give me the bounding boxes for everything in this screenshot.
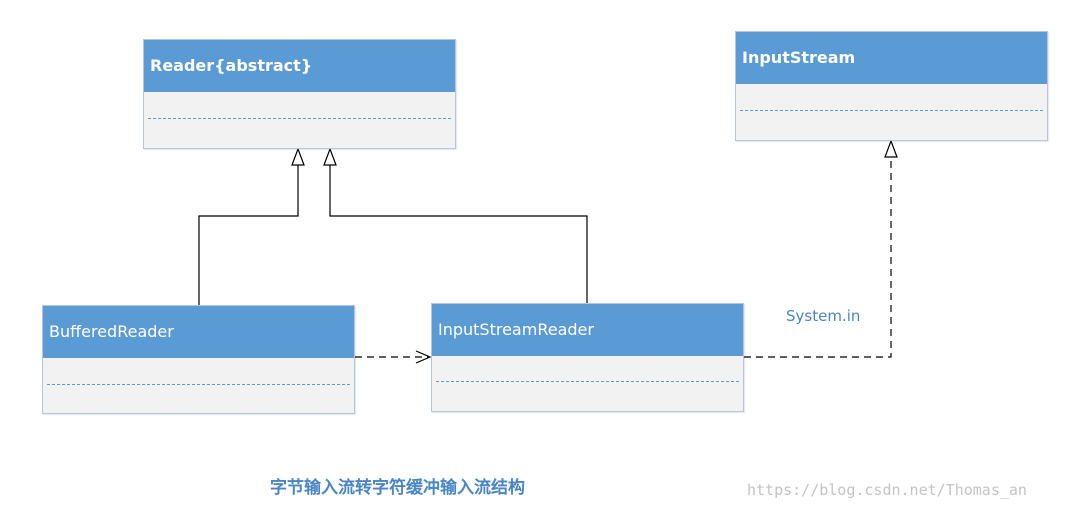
dependency-inputstreamreader-inputstream: [744, 157, 892, 358]
hollow-triangle-arrowhead: [884, 139, 898, 158]
separator-line: [148, 118, 451, 119]
class-bufferedreader-name: BufferedReader: [43, 306, 354, 358]
class-bufferedreader[interactable]: BufferedReader: [42, 305, 355, 414]
generalization-inputstreamreader-reader: [329, 165, 588, 303]
class-inputstream[interactable]: InputStream: [735, 31, 1048, 141]
open-arrowhead: [415, 350, 432, 364]
separator-line: [740, 110, 1043, 111]
system-in-label: System.in: [786, 307, 861, 325]
hollow-triangle-arrowhead: [291, 147, 305, 166]
class-inputstreamreader-name: InputStreamReader: [432, 304, 743, 356]
class-inputstream-body: [736, 84, 1047, 140]
class-reader-body: [144, 92, 455, 148]
class-reader[interactable]: Reader{abstract}: [143, 39, 456, 149]
class-bufferedreader-body: [43, 358, 354, 413]
watermark-url: https://blog.csdn.net/Thomas_an: [747, 481, 1027, 499]
class-reader-name: Reader{abstract}: [144, 40, 455, 92]
separator-line: [436, 381, 739, 382]
hollow-triangle-arrowhead: [323, 147, 337, 166]
class-inputstream-name: InputStream: [736, 32, 1047, 84]
class-inputstreamreader-body: [432, 356, 743, 411]
class-inputstreamreader[interactable]: InputStreamReader: [431, 303, 744, 412]
separator-line: [47, 384, 350, 385]
diagram-caption: 字节输入流转字符缓冲输入流结构: [270, 478, 525, 498]
generalization-bufferedreader-reader: [198, 165, 299, 305]
